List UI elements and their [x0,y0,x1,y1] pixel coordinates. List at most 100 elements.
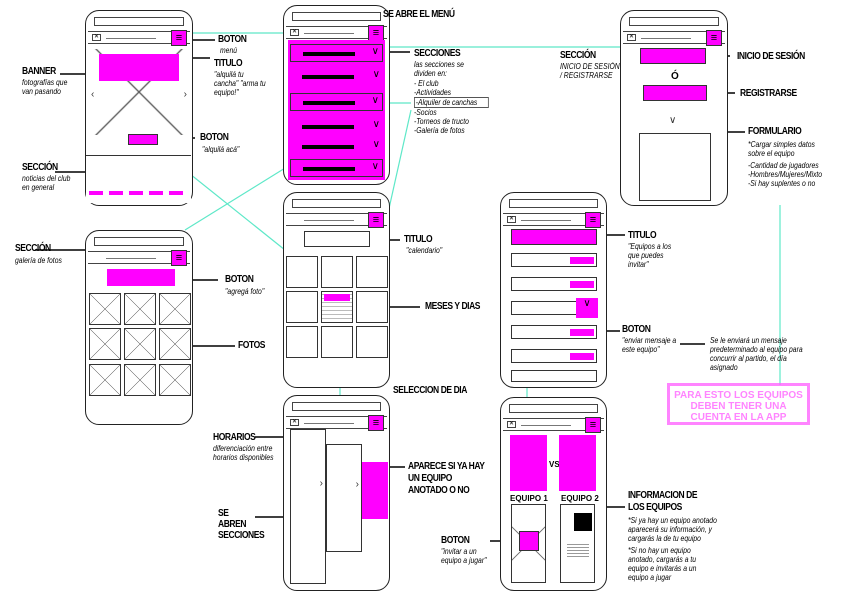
section-item-highlighted: -Alquiler de canchas [414,97,489,108]
phone-calendar: ≡ [283,192,390,388]
register-button[interactable] [643,85,707,101]
calendar-title [304,231,370,247]
menu-button[interactable]: ≡ [171,30,187,46]
desc: galería de fotos [15,256,62,265]
section-item: -Socios [414,108,437,117]
menu-button[interactable]: ≡ [368,415,384,431]
month-cell[interactable] [286,291,318,323]
nav-bar: ✕≡ [88,30,190,46]
team-row[interactable] [511,277,597,291]
photo[interactable] [89,328,121,360]
menu-button[interactable]: ≡ [368,212,384,228]
or-label: Ó [671,71,679,82]
label: INFORMACION DE LOS EQUIPOS [628,490,698,513]
photo[interactable] [124,328,156,360]
chevron-right-icon[interactable]: › [183,89,187,100]
label: TITULO [404,234,433,245]
menu-item[interactable]: ∨ [290,68,383,86]
month-cell[interactable] [356,291,388,323]
label: APARECE SI YA HAY UN EQUIPO ANOTADO O NO [408,461,485,496]
add-photo-button[interactable] [107,269,175,286]
desc: "invitar a un equipo a jugar" [441,547,487,565]
desc: "Equipos a los que puedes invitar" [628,242,672,269]
label: SECCIÓN [22,162,58,173]
logo-icon: ✕ [290,419,299,426]
label: BOTON [218,34,247,45]
photo[interactable] [159,293,191,325]
login-button[interactable] [640,48,706,64]
menu-item[interactable]: ∨ [290,44,383,62]
heading: SE ABRE EL MENÚ [383,9,455,20]
form-box[interactable] [639,133,711,201]
label: SECCIÓN [560,50,596,61]
menu-item[interactable]: ∨ [290,138,383,156]
team-1-label: EQUIPO 1 [510,494,548,503]
label: MESES Y DIAS [425,301,481,312]
month-cell[interactable] [356,326,388,358]
label: BOTON [200,132,229,143]
invite-button[interactable] [519,531,539,551]
month-cell[interactable] [286,256,318,288]
month-cell[interactable] [286,326,318,358]
desc: diferenciación entre horarios disponible… [213,444,274,462]
menu-item[interactable]: ∨ [290,93,383,111]
team-row[interactable]: ∨ [511,298,598,318]
team-slot[interactable] [362,462,388,519]
month-cell[interactable] [321,256,353,288]
photo[interactable] [159,328,191,360]
label: SE ABREN SECCIONES [218,508,265,541]
month-cell[interactable] [321,326,353,358]
desc: las secciones se dividen en: [414,60,464,78]
photo[interactable] [89,364,121,396]
desc: menú [220,46,238,55]
chevron-left-icon[interactable]: ‹ [91,89,95,100]
menu-button[interactable]: ≡ [706,30,722,46]
desc: -Cantidad de jugadores [748,161,819,170]
desc: -Si hay suplentes o no [748,179,816,188]
desc: INICIO DE SESIÓN / REGISTRARSE [560,62,620,80]
desc: noticias del club en general [22,174,71,192]
schedule-panel[interactable]: › [290,429,326,584]
desc: -Hombres/Mujeres/Mixto [748,170,823,179]
menu-item[interactable]: ∨ [290,118,383,136]
team-row[interactable] [511,325,597,339]
team-2-image [559,435,596,491]
label: BOTON [441,535,470,546]
logo-icon: ✕ [290,29,299,36]
photo[interactable] [89,293,121,325]
chevron-down-icon[interactable]: ∨ [669,115,677,126]
desc: Se le enviará un mensaje predeterminado … [710,336,803,372]
schedule-panel[interactable]: › [326,444,362,552]
app-account-stamp: PARA ESTO LOS EQUIPOS DEBEN TENER UNA CU… [667,383,810,425]
desc: "agregá foto" [225,287,265,296]
photo[interactable] [124,364,156,396]
desc: *Cargar simples datos sobre el equipo [748,140,815,158]
month-cell[interactable] [356,256,388,288]
photo[interactable] [159,364,191,396]
phone-home: ✕≡ ‹ › [85,10,193,206]
label: TITULO [214,58,243,69]
banner-title [99,54,179,81]
label: BOTON [622,324,651,335]
vs-label: VS [549,460,560,469]
month-cell-selected[interactable] [321,291,353,323]
desc: fotografías que van pasando [22,78,68,96]
schedules-annotation: HORARIOS diferenciación entre horarios d… [213,432,293,462]
rent-button[interactable] [128,134,158,145]
menu-item[interactable]: ∨ [290,159,383,177]
menu-button[interactable]: ≡ [171,250,187,266]
menu-button[interactable]: ≡ [585,212,601,228]
logo-icon: ✕ [507,216,516,223]
menu-button[interactable]: ≡ [585,417,601,433]
login-annotation: SECCIÓN INICIO DE SESIÓN / REGISTRARSE [560,50,632,80]
photo[interactable] [124,293,156,325]
team-row[interactable] [511,253,597,267]
sections-annotation: SECCIONES las secciones se dividen en: -… [414,48,494,135]
phone-schedules: ✕ ≡ › › [283,395,390,591]
menu-button[interactable]: ≡ [368,25,384,41]
desc: "calendario" [406,246,443,255]
label: HORARIOS [213,432,256,443]
invite-annotation: BOTON "invitar a un equipo a jugar" [441,535,501,565]
team-row[interactable] [511,349,597,363]
team-row[interactable] [511,370,597,382]
